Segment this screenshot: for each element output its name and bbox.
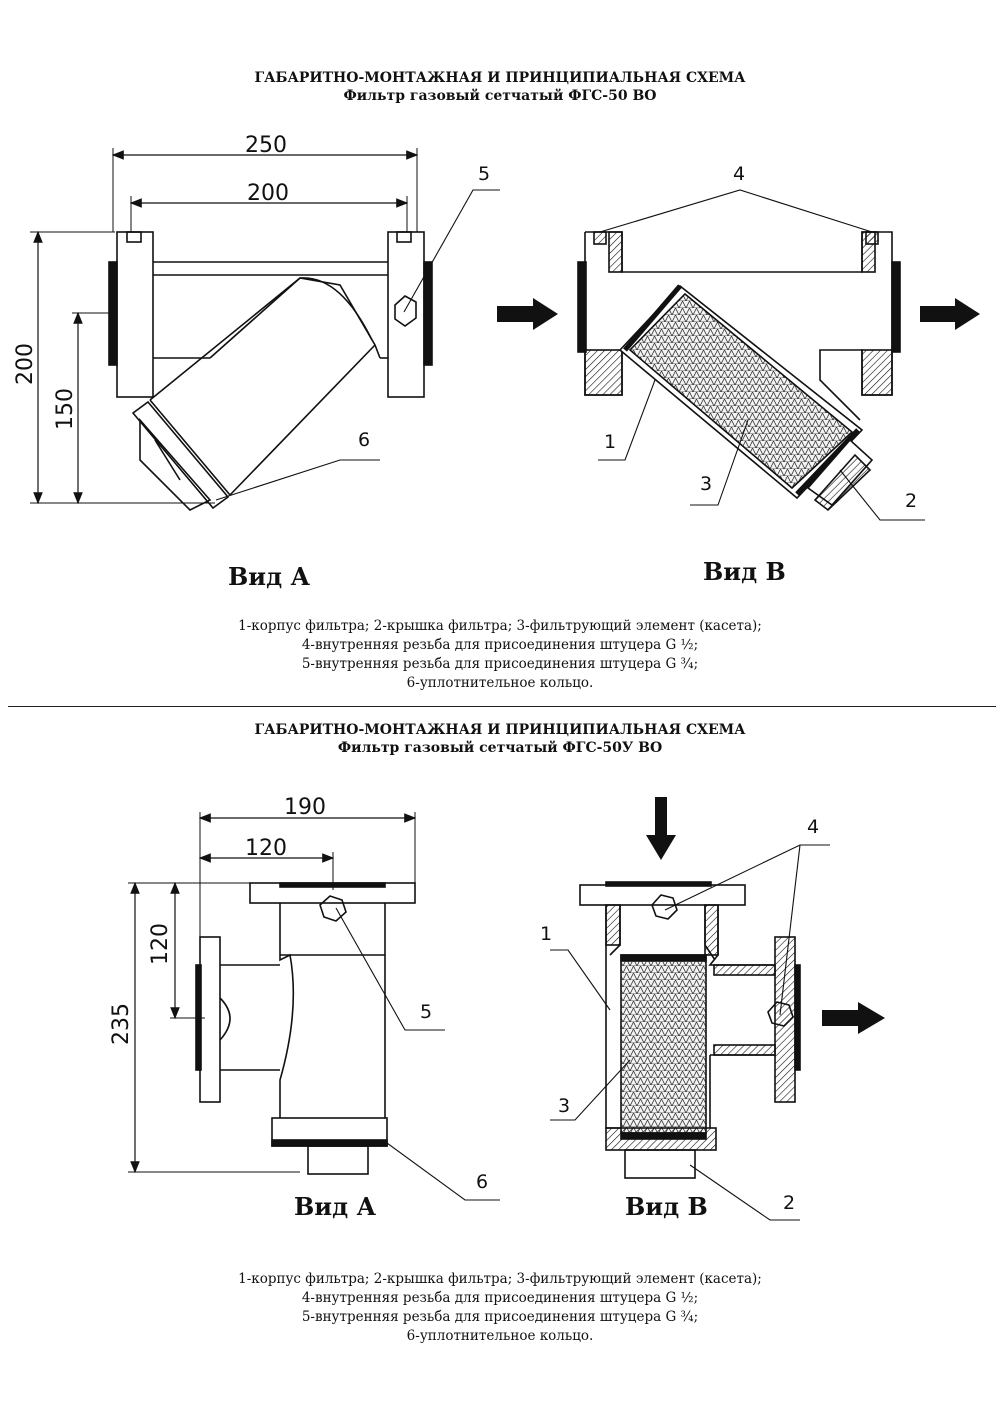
callout-2: 2 <box>905 490 917 512</box>
section1-title: ГАБАРИТНО-МОНТАЖНАЯ И ПРИНЦИПИАЛЬНАЯ СХЕ… <box>254 70 746 86</box>
fgs50-view-a-leaders <box>215 189 500 501</box>
section2-title: ГАБАРИТНО-МОНТАЖНАЯ И ПРИНЦИПИАЛЬНАЯ СХЕ… <box>254 722 746 738</box>
callout-6: 6 <box>476 1171 488 1193</box>
callout-4: 4 <box>807 816 819 838</box>
dim-200-height: 200 <box>13 343 38 385</box>
section2-view-b-label: Вид В <box>625 1192 708 1221</box>
callout-6: 6 <box>358 429 370 451</box>
callout-3: 3 <box>558 1095 570 1117</box>
fgs50-view-b-leaders <box>598 189 925 521</box>
dim-120-height: 120 <box>148 923 173 965</box>
callout-5: 5 <box>420 1001 432 1023</box>
dim-200-width: 200 <box>247 181 289 206</box>
fgs50-view-b-drawing <box>497 231 980 512</box>
callout-1: 1 <box>604 431 616 453</box>
fgs50u-view-a-drawing <box>128 812 417 1175</box>
legend-line: 6-уплотнительное кольцо. <box>406 675 594 691</box>
fgs50u-view-b-drawing <box>579 797 885 1179</box>
callout-3: 3 <box>700 473 712 495</box>
fgs50-view-a-labels: 250 200 200 150 5 6 <box>13 133 490 451</box>
legend-line: 6-уплотнительное кольцо. <box>406 1328 594 1344</box>
section2-view-a-label: Вид А <box>294 1192 376 1221</box>
fgs50-view-a-drawing <box>30 148 433 511</box>
legend-line: 5-внутренняя резьба для присоединения шт… <box>301 656 699 672</box>
section-divider <box>8 706 996 707</box>
callout-2: 2 <box>783 1192 795 1214</box>
legend-line: 1-корпус фильтра; 2-крышка фильтра; 3-фи… <box>238 1271 762 1287</box>
callout-4: 4 <box>733 163 745 185</box>
legend-line: 5-внутренняя резьба для присоединения шт… <box>301 1309 699 1325</box>
section1-view-a-label: Вид А <box>228 562 310 591</box>
dim-120-width: 120 <box>245 836 287 861</box>
dim-150: 150 <box>53 388 78 430</box>
legend-line: 1-корпус фильтра; 2-крышка фильтра; 3-фи… <box>238 618 762 634</box>
dim-235: 235 <box>109 1003 134 1045</box>
section2-subtitle: Фильтр газовый сетчатый ФГС-50У ВО <box>337 740 663 756</box>
fgs50u-view-b-leaders <box>550 844 830 1221</box>
fgs50u-view-a-leaders <box>335 907 500 1201</box>
dim-250: 250 <box>245 133 287 158</box>
section1-view-b-label: Вид В <box>703 557 786 586</box>
callout-1: 1 <box>540 923 552 945</box>
fgs50-view-b-labels: 4 1 3 2 <box>604 163 917 512</box>
section1-subtitle: Фильтр газовый сетчатый ФГС-50 ВО <box>343 88 657 104</box>
callout-5: 5 <box>478 163 490 185</box>
legend-line: 4-внутренняя резьба для присоединения шт… <box>301 637 699 653</box>
fgs50u-view-a-labels: 190 120 120 235 5 6 <box>109 795 488 1193</box>
legend-line: 4-внутренняя резьба для присоединения шт… <box>301 1290 699 1306</box>
dim-190: 190 <box>284 795 326 820</box>
fgs50u-view-b-labels: 4 1 3 2 <box>540 816 819 1214</box>
